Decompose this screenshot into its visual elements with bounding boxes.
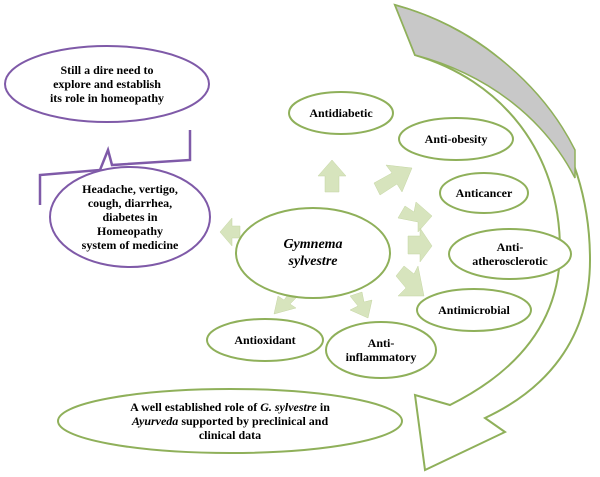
ayurveda-ellipse [57,388,403,454]
homeopathy-need-line3: its role in homeopathy [49,91,165,105]
homeopathy-uses-line4: Homeopathy [97,224,163,238]
homeopathy-uses-line2: cough, diarrhea, [87,196,173,210]
ayurveda-line3: clinical data [198,428,262,442]
antioxidant-ellipse [206,318,324,362]
ayurveda-line2a: Ayurveda [131,414,179,428]
homeopathy-need-line1: Still a dire need to [60,63,154,77]
homeopathy-need-label: Still a dire need to explore and establi… [10,60,204,108]
antidiabetic-label: Antidiabetic [309,106,373,120]
ayurveda-line1b: G. sylvestre [260,400,317,414]
antioxidant-label: Antioxidant [234,333,296,347]
radial-arrows [219,159,433,319]
center-line1: Gymnema [283,237,343,252]
ayurveda-line1a: A well established role of [130,400,261,414]
curved-arrow-inner-shade [393,3,576,179]
antimicrobial-ellipse [416,288,532,332]
anticancer-label: Anticancer [455,186,513,200]
ayurveda-line2b: supported by preclinical and [178,414,329,428]
anti-inflammatory-line2: inflammatory [345,350,417,364]
arrow-left [219,217,241,247]
arrow-right-1 [397,201,433,233]
anti-inflammatory-line1: Anti- [367,336,395,350]
ayurveda-line1c: in [316,400,330,414]
antimicrobial-label: Antimicrobial [438,303,510,317]
homeopathy-uses-line3: diabetes in [102,210,158,224]
center-ellipse [235,207,391,299]
homeopathy-uses-ellipse [49,166,211,268]
anti-inflammatory-label: Anti-inflammatory [326,334,436,366]
antidiabetic-ellipse [288,91,394,135]
anti-obesity-label: Anti-obesity [424,132,488,146]
anti-atherosclerotic-ellipse [448,228,572,280]
anti-atherosclerotic-line1: Anti- [496,240,524,254]
anti-inflammatory-ellipse [325,321,437,379]
arrow-up [317,159,347,193]
homeopathy-uses-label: Headache, vertigo, cough, diarrhea, diab… [52,178,208,256]
homeopathy-need-line2: explore and establish [53,77,161,91]
ayurveda-label: A well established role of G. sylvestre … [70,398,390,444]
homeopathy-need-ellipse [4,45,210,123]
anti-atherosclerotic-label: Anti-atherosclerotic [451,238,569,270]
center-line2: sylvestre [288,254,338,269]
arrow-right-2 [407,227,433,263]
arrow-lower-right [395,265,425,297]
anti-atherosclerotic-line2: atherosclerotic [472,254,548,268]
homeopathy-uses-line5: system of medicine [81,238,179,252]
anti-obesity-ellipse [398,117,514,161]
anticancer-ellipse [439,172,529,214]
callout-bracket [38,130,192,205]
homeopathy-uses-line1: Headache, vertigo, [82,182,178,196]
arrow-down [349,291,373,319]
center-label: Gymnema sylvestre [260,232,366,274]
arrow-upper-right [373,164,413,196]
